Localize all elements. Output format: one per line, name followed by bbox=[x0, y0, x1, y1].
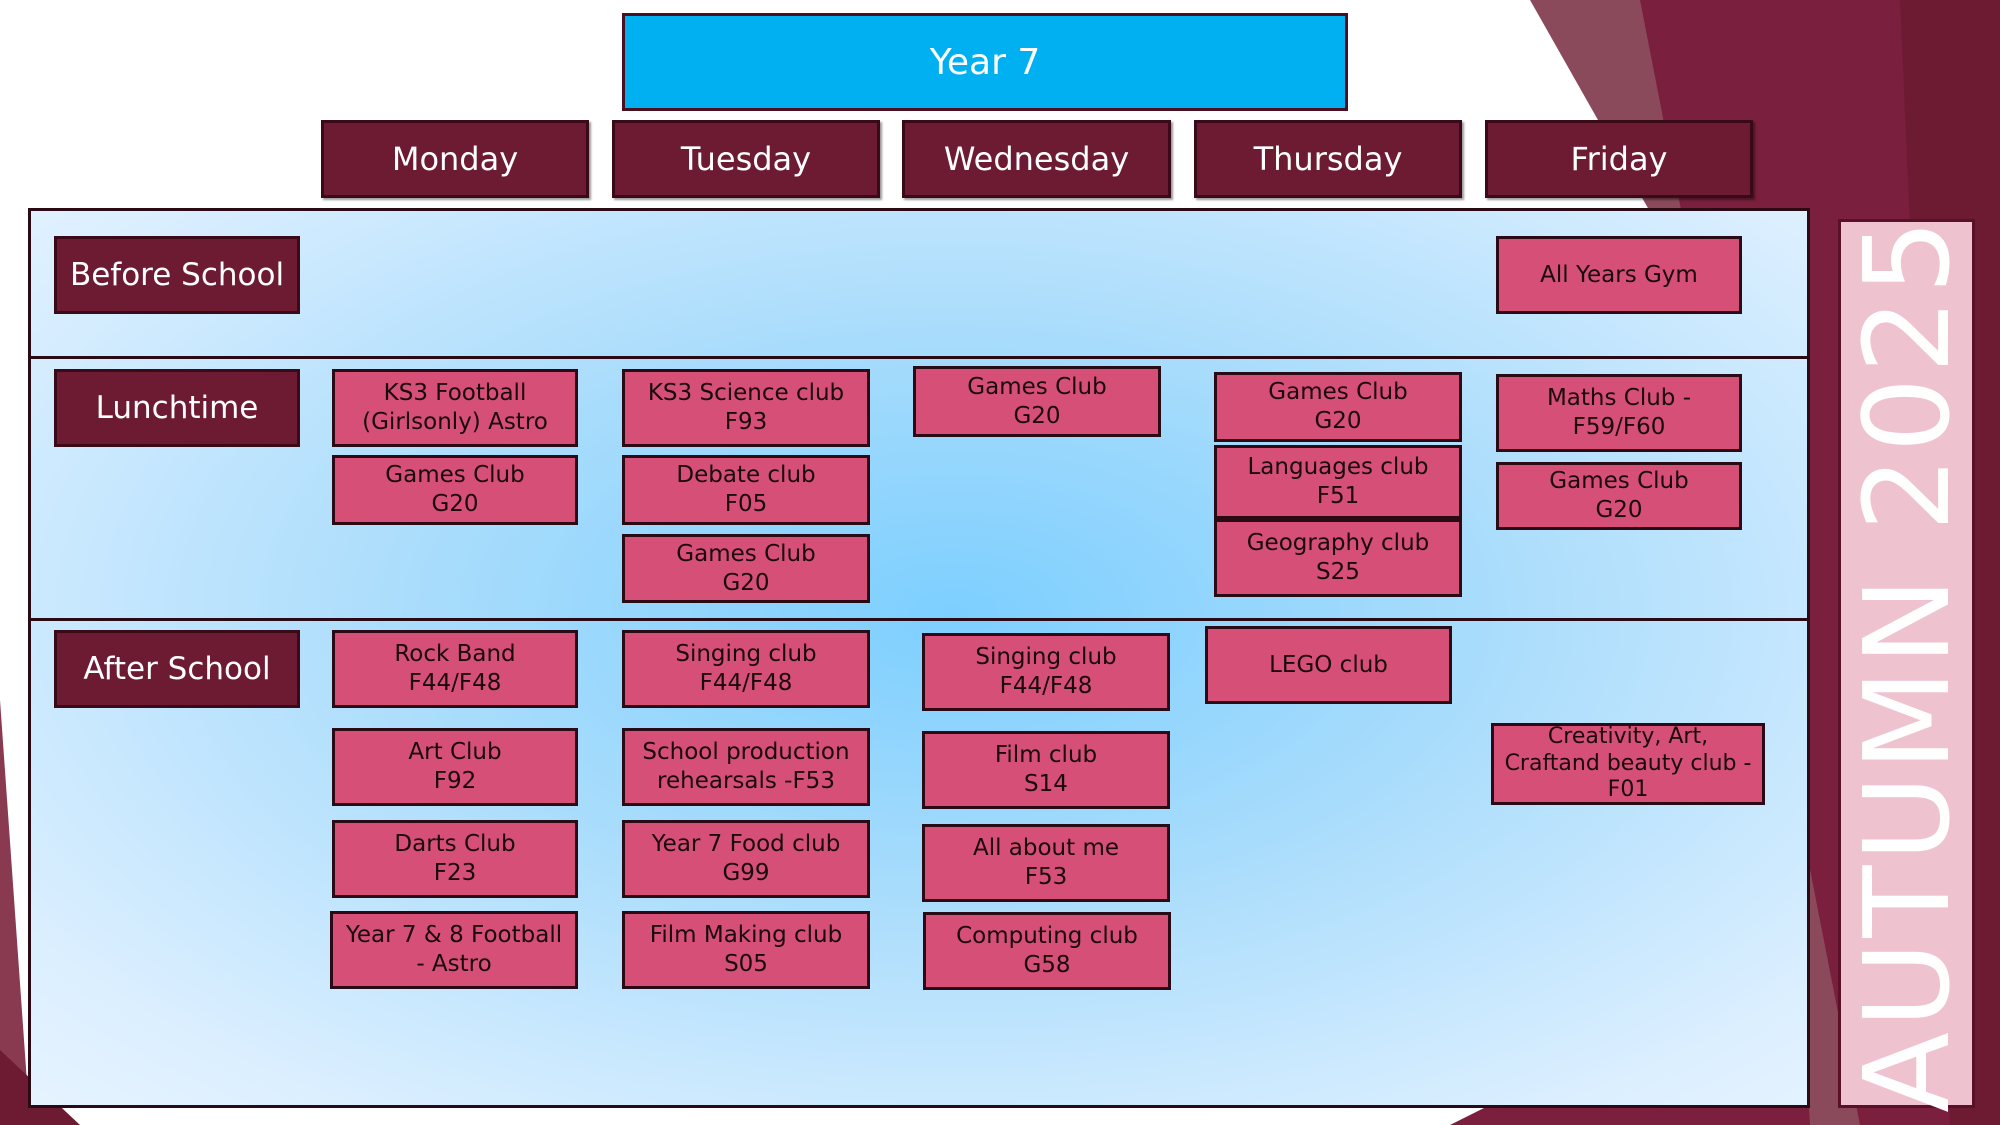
term-banner: AUTUMN 2025 bbox=[1838, 215, 1976, 1112]
club-box: Languages club F51 bbox=[1214, 445, 1462, 519]
row-divider bbox=[28, 618, 1810, 621]
club-box: Games Club G20 bbox=[913, 366, 1161, 437]
club-box: Games Club G20 bbox=[1496, 462, 1742, 530]
club-box: Maths Club - F59/F60 bbox=[1496, 374, 1742, 452]
club-box: Rock Band F44/F48 bbox=[332, 630, 578, 708]
club-box: KS3 Science club F93 bbox=[622, 369, 870, 447]
day-header-tuesday: Tuesday bbox=[612, 120, 880, 198]
club-box: Film Making club S05 bbox=[622, 911, 870, 989]
row-label-lunchtime: Lunchtime bbox=[54, 369, 300, 447]
day-header-wednesday: Wednesday bbox=[902, 120, 1171, 198]
club-box: Film club S14 bbox=[922, 731, 1170, 809]
club-box: Darts Club F23 bbox=[332, 820, 578, 898]
club-box: Computing club G58 bbox=[923, 912, 1171, 990]
club-box: Geography club S25 bbox=[1214, 519, 1462, 597]
row-label-after-school: After School bbox=[54, 630, 300, 708]
day-header-monday: Monday bbox=[321, 120, 589, 198]
club-box: All Years Gym bbox=[1496, 236, 1742, 314]
club-box: All about me F53 bbox=[922, 824, 1170, 902]
day-header-friday: Friday bbox=[1485, 120, 1753, 198]
club-box: Games Club G20 bbox=[622, 534, 870, 603]
row-label-before-school: Before School bbox=[54, 236, 300, 314]
club-box: Debate club F05 bbox=[622, 455, 870, 525]
club-box: Year 7 Food club G99 bbox=[622, 820, 870, 898]
club-box: LEGO club bbox=[1205, 626, 1452, 704]
day-header-thursday: Thursday bbox=[1194, 120, 1462, 198]
club-box: Year 7 & 8 Football - Astro bbox=[330, 911, 578, 989]
club-box: Games Club G20 bbox=[332, 455, 578, 525]
club-box: Singing club F44/F48 bbox=[922, 633, 1170, 711]
club-box: Singing club F44/F48 bbox=[622, 630, 870, 708]
club-box: School production rehearsals -F53 bbox=[622, 728, 870, 806]
club-box: Games Club G20 bbox=[1214, 372, 1462, 442]
club-box: KS3 Football (Girlsonly) Astro bbox=[332, 369, 578, 447]
club-box: Art Club F92 bbox=[332, 728, 578, 806]
term-label: AUTUMN 2025 bbox=[1837, 214, 1976, 1113]
page-title: Year 7 bbox=[622, 13, 1348, 111]
row-divider bbox=[28, 356, 1810, 359]
club-box: Creativity, Art, Craftand beauty club - … bbox=[1491, 723, 1765, 805]
